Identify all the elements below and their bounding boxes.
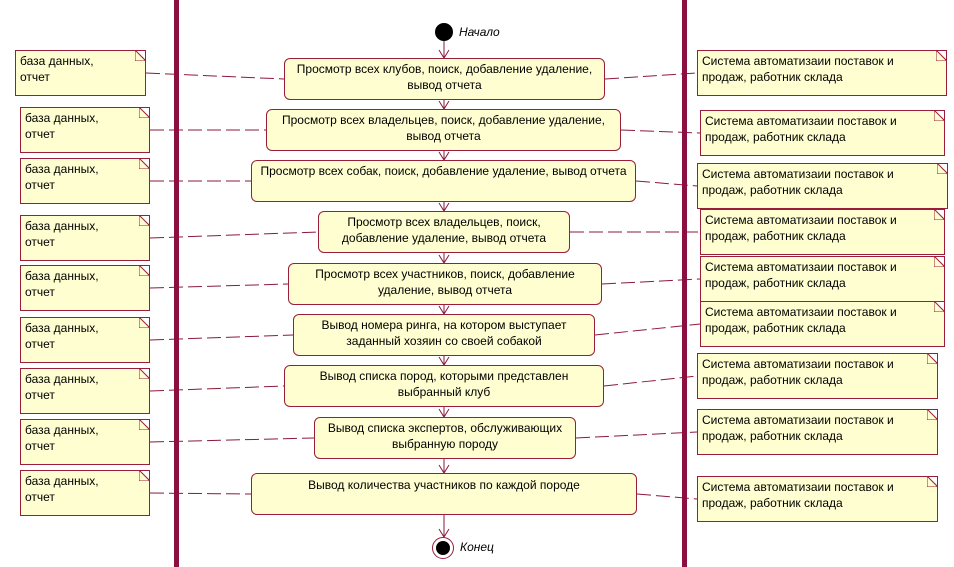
action-5: Просмотр всех участников, поиск, добавле… xyxy=(288,263,602,305)
note-link-left xyxy=(145,72,285,80)
left-note-text: база данных, отчет xyxy=(25,219,99,249)
note-fold-corner xyxy=(139,471,149,481)
right-note-5: Система автоматизаии поставок и продаж, … xyxy=(700,256,945,302)
right-note-2: Система автоматизаии поставок и продаж, … xyxy=(700,110,945,156)
note-link-right xyxy=(635,180,698,187)
note-fold-corner xyxy=(139,420,149,430)
action-1: Просмотр всех клубов, поиск, добавление … xyxy=(284,58,605,100)
note-link-left xyxy=(149,283,289,289)
left-note-text: база данных, отчет xyxy=(25,269,99,299)
note-fold-corner xyxy=(135,51,145,61)
left-note-3: база данных, отчет xyxy=(20,158,150,204)
action-8: Вывод списка экспертов, обслуживающих вы… xyxy=(314,417,576,459)
end-label: Конец xyxy=(460,540,494,554)
note-link-right xyxy=(636,493,698,500)
note-link-right xyxy=(620,129,701,134)
note-fold-corner xyxy=(936,51,946,61)
right-note-4: Система автоматизаии поставок и продаж, … xyxy=(700,209,945,255)
right-note-7: Система автоматизаии поставок и продаж, … xyxy=(697,353,938,399)
note-fold-corner xyxy=(934,111,944,121)
note-fold-corner xyxy=(937,164,947,174)
right-note-text: Система автоматизаии поставок и продаж, … xyxy=(702,167,894,197)
left-note-8: база данных, отчет xyxy=(20,419,150,465)
note-fold-corner xyxy=(139,369,149,379)
right-note-text: Система автоматизаии поставок и продаж, … xyxy=(705,305,897,335)
note-link-left xyxy=(149,492,252,495)
action-3: Просмотр всех собак, поиск, добавление у… xyxy=(251,160,636,202)
action-4: Просмотр всех владельцев, поиск, добавле… xyxy=(318,211,570,253)
right-note-text: Система автоматизаии поставок и продаж, … xyxy=(702,54,894,84)
left-note-9: база данных, отчет xyxy=(20,470,150,516)
right-note-text: Система автоматизаии поставок и продаж, … xyxy=(702,413,894,443)
note-link-right xyxy=(604,72,698,80)
note-fold-corner xyxy=(934,257,944,267)
left-note-text: база данных, отчет xyxy=(25,111,99,141)
right-note-text: Система автоматизаии поставок и продаж, … xyxy=(702,357,894,387)
end-node xyxy=(432,537,454,559)
swimlane-divider-right xyxy=(682,0,687,567)
left-note-text: база данных, отчет xyxy=(25,474,99,504)
action-2: Просмотр всех владельцев, поиск, добавле… xyxy=(266,109,621,151)
right-note-9: Система автоматизаии поставок и продаж, … xyxy=(697,476,938,522)
action-6: Вывод номера ринга, на котором выступает… xyxy=(293,314,595,356)
start-node xyxy=(435,23,453,41)
note-fold-corner xyxy=(927,477,937,487)
note-link-left xyxy=(149,334,294,341)
note-fold-corner xyxy=(139,108,149,118)
note-fold-corner xyxy=(139,216,149,226)
note-fold-corner xyxy=(927,354,937,364)
right-note-6: Система автоматизаии поставок и продаж, … xyxy=(700,301,945,347)
left-note-6: база данных, отчет xyxy=(20,317,150,363)
left-note-text: база данных, отчет xyxy=(25,321,99,351)
left-note-7: база данных, отчет xyxy=(20,368,150,414)
right-note-3: Система автоматизаии поставок и продаж, … xyxy=(697,163,948,209)
note-link-right xyxy=(603,375,698,387)
note-fold-corner xyxy=(927,410,937,420)
action-7: Вывод списка пород, которыми представлен… xyxy=(284,365,604,407)
left-note-5: база данных, отчет xyxy=(20,265,150,311)
right-note-1: Система автоматизаии поставок и продаж, … xyxy=(697,50,947,96)
note-fold-corner xyxy=(139,159,149,169)
note-link-left xyxy=(149,385,285,392)
right-note-text: Система автоматизаии поставок и продаж, … xyxy=(705,260,897,290)
right-note-text: Система автоматизаии поставок и продаж, … xyxy=(705,114,897,144)
right-note-text: Система автоматизаии поставок и продаж, … xyxy=(705,213,897,243)
left-note-4: база данных, отчет xyxy=(20,215,150,261)
left-note-text: база данных, отчет xyxy=(20,54,94,84)
left-note-2: база данных, отчет xyxy=(20,107,150,153)
note-fold-corner xyxy=(139,318,149,328)
note-fold-corner xyxy=(934,302,944,312)
start-label: Начало xyxy=(459,25,500,39)
swimlane-divider-left xyxy=(174,0,179,567)
left-note-1: база данных, отчет xyxy=(15,50,146,96)
left-note-text: база данных, отчет xyxy=(25,372,99,402)
right-note-text: Система автоматизаии поставок и продаж, … xyxy=(702,480,894,510)
right-note-8: Система автоматизаии поставок и продаж, … xyxy=(697,409,938,455)
note-fold-corner xyxy=(934,210,944,220)
action-9: Вывод количества участников по каждой по… xyxy=(251,473,637,515)
note-link-right xyxy=(575,431,698,439)
left-note-text: база данных, отчет xyxy=(25,162,99,192)
left-note-text: база данных, отчет xyxy=(25,423,99,453)
note-fold-corner xyxy=(139,266,149,276)
